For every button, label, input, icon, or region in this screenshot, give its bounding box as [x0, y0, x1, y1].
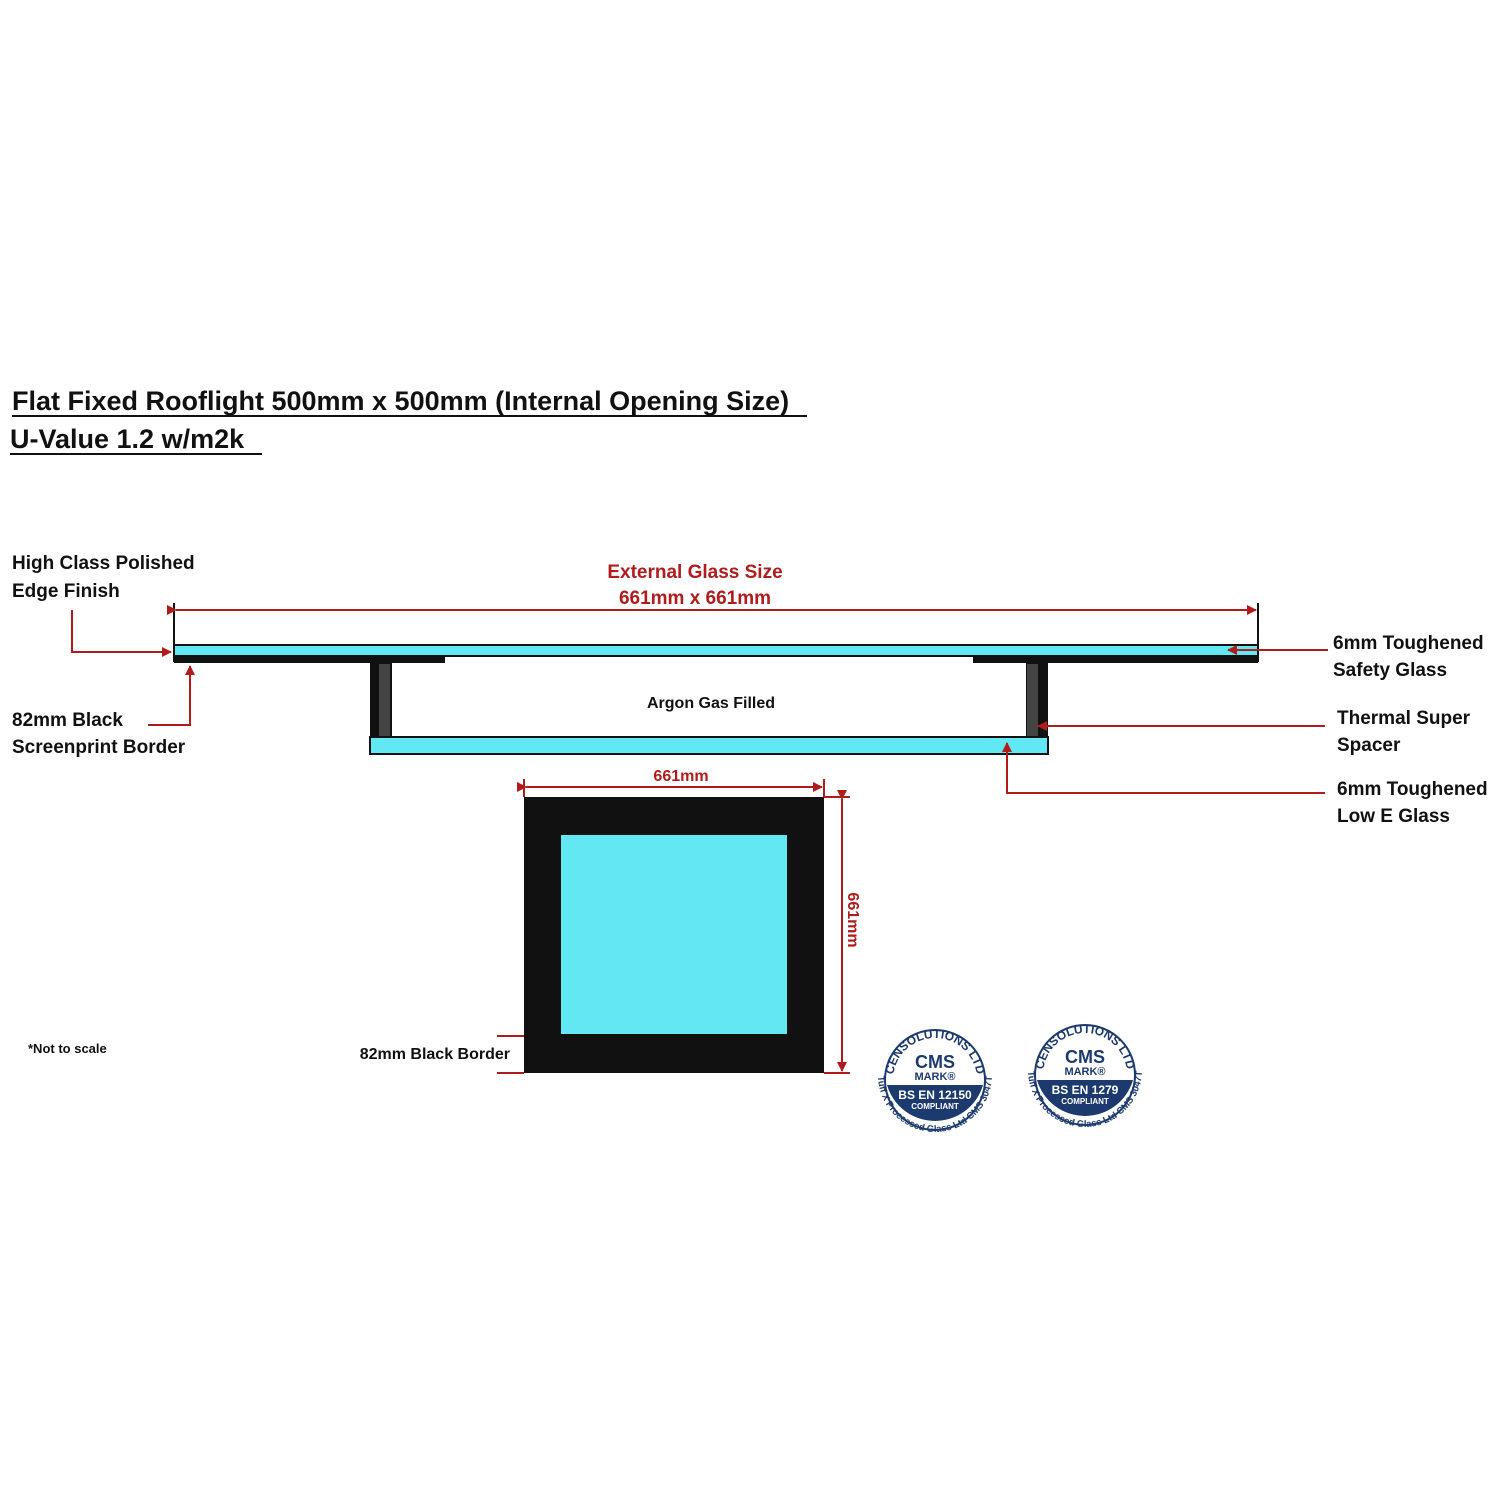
plan-glass	[561, 835, 787, 1034]
safety-glass-label: 6mm Toughened	[1333, 633, 1484, 654]
screenprint-border-label: 82mm Black	[12, 710, 123, 731]
edge-finish-label: High Class Polished	[12, 553, 195, 574]
title-line-1: Flat Fixed Rooflight 500mm x 500mm (Inte…	[12, 386, 789, 416]
argon-gas-label: Argon Gas Filled	[647, 695, 775, 712]
screenprint-border-label: Screenprint Border	[12, 737, 186, 758]
svg-text:COMPLIANT: COMPLIANT	[911, 1102, 959, 1111]
svg-text:CMS: CMS	[1065, 1047, 1105, 1067]
spacer-left-core	[379, 664, 390, 736]
not-to-scale-note: *Not to scale	[28, 1041, 107, 1056]
svg-text:MARK®: MARK®	[1064, 1066, 1105, 1078]
low-e-glass-label: 6mm Toughened	[1337, 779, 1488, 800]
safety-glass-label: Safety Glass	[1333, 660, 1447, 681]
svg-text:CMS: CMS	[915, 1052, 955, 1072]
external-size-value: 661mm x 661mm	[619, 588, 771, 609]
cms-badge-bs-en-1279: CENSOLUTIONS LTD CMS MARK® BS EN 1279 CO…	[1025, 1022, 1145, 1130]
spacer-label: Spacer	[1337, 735, 1401, 756]
bottom-low-e-glass	[369, 736, 1049, 755]
svg-text:MARK®: MARK®	[914, 1071, 955, 1083]
svg-text:BS EN 1279: BS EN 1279	[1052, 1083, 1119, 1097]
screenprint-border-left	[174, 655, 445, 663]
spacer-right-core	[1027, 664, 1038, 736]
plan-width-label: 661mm	[653, 768, 708, 785]
low-e-glass-leader	[1002, 742, 1325, 794]
title-line-2: U-Value 1.2 w/m2k	[10, 424, 245, 454]
svg-text:BS EN 12150: BS EN 12150	[898, 1088, 972, 1102]
low-e-glass-label: Low E Glass	[1337, 806, 1450, 827]
spacer-label: Thermal Super	[1337, 708, 1471, 729]
screenprint-border-right	[973, 655, 1258, 663]
screenprint-border-leader	[148, 665, 195, 726]
svg-text:COMPLIANT: COMPLIANT	[1061, 1097, 1109, 1106]
plan-border-label: 82mm Black Border	[360, 1046, 510, 1063]
cms-badge-bs-en-12150: CENSOLUTIONS LTD CMS MARK® BS EN 12150 C…	[875, 1027, 995, 1135]
edge-finish-leader	[71, 610, 172, 657]
external-size-label: External Glass Size	[607, 562, 782, 583]
edge-finish-label: Edge Finish	[12, 581, 120, 602]
plan-height-label: 661mm	[844, 892, 861, 947]
top-safety-glass	[173, 644, 1259, 657]
